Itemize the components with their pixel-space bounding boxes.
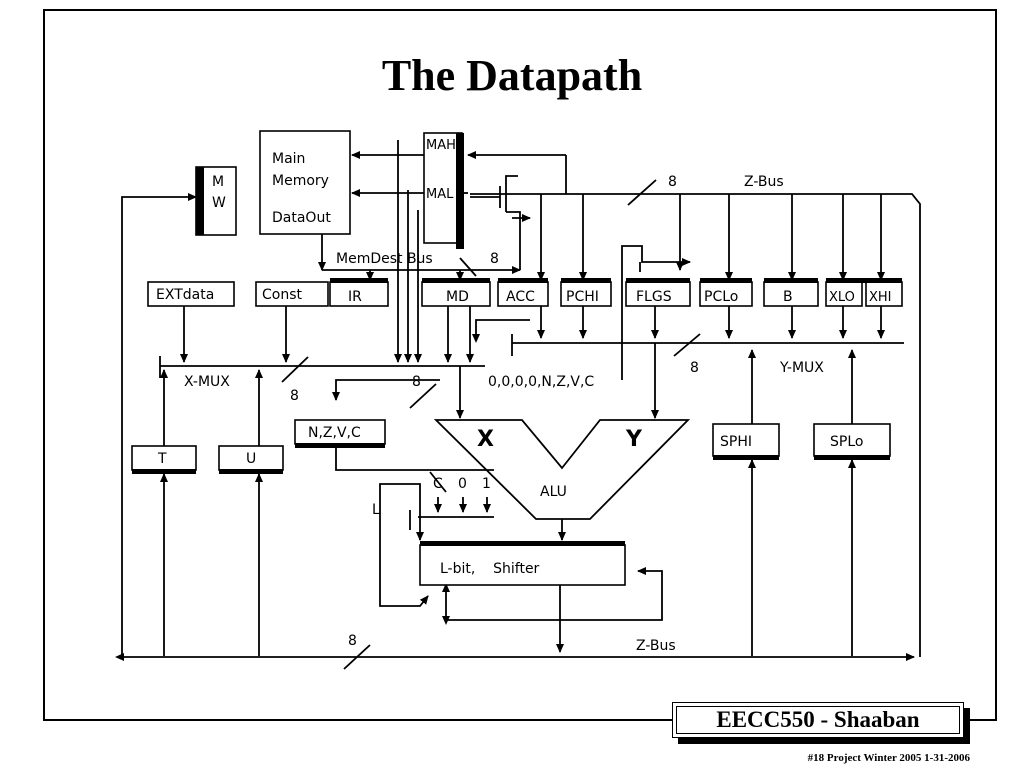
reg-b: B	[783, 289, 793, 305]
shifter-zero-label: 0	[458, 476, 467, 492]
alu-label: ALU	[540, 484, 567, 500]
x-mux-width-2: 8	[412, 374, 421, 390]
slide-frame	[43, 9, 997, 721]
mah-label: MAH	[426, 138, 456, 153]
memory-label-1: Main	[272, 151, 305, 167]
mw-label-1: M	[212, 174, 224, 190]
z-bus-top-label: Z-Bus	[744, 174, 784, 190]
y-mux-width: 8	[690, 360, 699, 376]
shifter-label: L-bit, Shifter	[440, 561, 540, 577]
shifter-c-label: C	[433, 476, 443, 492]
flags-input-label: 0,0,0,0,N,Z,V,C	[488, 374, 594, 390]
shifter-l-label: L	[372, 502, 380, 518]
z-bus-left-riser	[121, 193, 197, 657]
memory-label-3: DataOut	[272, 210, 331, 226]
reg-xhi: XHI	[869, 290, 892, 305]
reg-flgs: FLGS	[636, 289, 672, 305]
mal-label: MAL	[426, 187, 454, 202]
slide-footer: #18 Project Winter 2005 1-31-2006	[807, 752, 970, 764]
y-mux-label: Y-MUX	[779, 360, 824, 376]
reg-xlo: XLO	[829, 290, 855, 305]
reg-u: U	[246, 451, 256, 467]
alu-x-label: X	[477, 427, 494, 452]
z-bus-bottom-label: Z-Bus	[636, 638, 676, 654]
reg-extdata: EXTdata	[156, 287, 214, 303]
z-bus-bottom-width: 8	[348, 633, 357, 649]
memory-label-2: Memory	[272, 173, 329, 189]
alu-y-label: Y	[625, 427, 643, 452]
reg-ir: IR	[348, 289, 362, 305]
memdest-width-label: 8	[490, 251, 499, 267]
slide-title: The Datapath	[381, 51, 643, 100]
shifter-one-label: 1	[482, 476, 491, 492]
reg-acc: ACC	[506, 289, 535, 305]
reg-const: Const	[262, 287, 303, 303]
course-badge: EECC550 - Shaaban	[672, 702, 964, 738]
reg-md: MD	[446, 289, 469, 305]
reg-splo: SPLo	[830, 434, 863, 450]
z-bus-right-riser	[470, 193, 921, 657]
reg-nzvc: N,Z,V,C	[308, 425, 361, 441]
x-mux-label: X-MUX	[184, 374, 230, 390]
reg-pclo: PCLo	[704, 289, 738, 305]
reg-pchi: PCHI	[566, 289, 599, 305]
z-bus-top-width: 8	[668, 174, 677, 190]
mw-label-2: W	[212, 195, 226, 211]
x-mux-width-1: 8	[290, 388, 299, 404]
memdest-bus-label: MemDest Bus	[336, 251, 433, 267]
reg-sphi: SPHI	[720, 434, 752, 450]
reg-t: T	[157, 451, 167, 467]
course-badge-text: EECC550 - Shaaban	[676, 706, 960, 734]
alu-shape	[433, 419, 691, 520]
